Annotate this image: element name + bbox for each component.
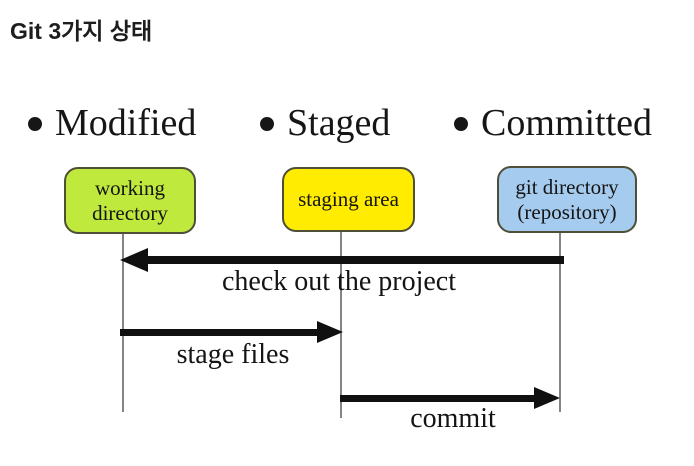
- arrow-stage-files: [120, 321, 343, 343]
- node-label: working directory: [92, 175, 168, 225]
- arrow-shaft: [148, 256, 564, 264]
- state-item-staged: Staged: [260, 100, 390, 146]
- lifeline-git-directory: [559, 233, 561, 412]
- page-title: Git 3가지 상태: [10, 18, 153, 44]
- state-label: Staged: [287, 102, 391, 144]
- arrow-label-commit: commit: [410, 403, 496, 434]
- state-item-modified: Modified: [28, 100, 196, 146]
- node-label: git directory (repository): [515, 174, 619, 224]
- state-label: Modified: [55, 102, 197, 144]
- node-git-directory: git directory (repository): [497, 166, 637, 233]
- arrow-label-check-out: check out the project: [221, 266, 456, 297]
- arrow-check-out-the-project: [120, 248, 564, 272]
- arrowhead-right-icon: [317, 321, 343, 343]
- node-staging-area: staging area: [282, 167, 415, 232]
- node-working-directory: working directory: [64, 167, 196, 234]
- bullet-icon: [260, 117, 274, 131]
- arrow-shaft: [120, 328, 317, 336]
- bullet-icon: [28, 117, 42, 131]
- arrow-commit: [340, 387, 560, 409]
- state-label: Committed: [481, 102, 652, 144]
- bullet-icon: [454, 117, 468, 131]
- state-item-committed: Committed: [454, 100, 652, 146]
- lifeline-working-directory: [122, 234, 124, 412]
- arrow-shaft: [340, 394, 534, 402]
- node-label: staging area: [298, 187, 399, 211]
- arrowhead-right-icon: [534, 387, 560, 409]
- arrow-label-stage-files: stage files: [176, 339, 290, 370]
- arrowhead-left-icon: [120, 248, 148, 272]
